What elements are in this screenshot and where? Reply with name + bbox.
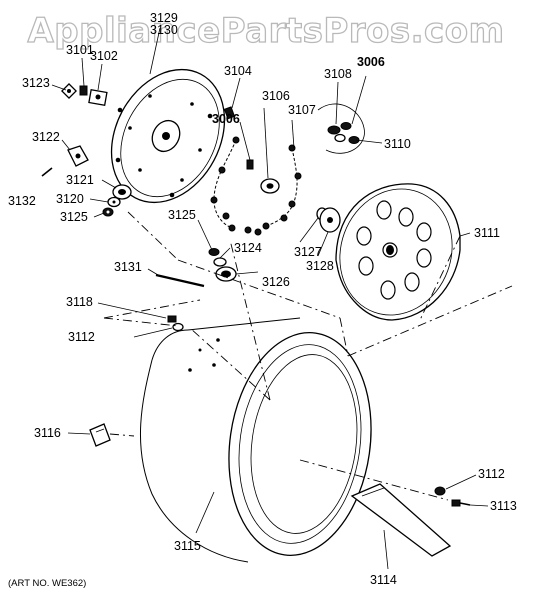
- part-3123[interactable]: [61, 83, 77, 99]
- part-3102[interactable]: [88, 88, 108, 107]
- leader-lines: [51, 27, 489, 570]
- label-3122: 3122: [32, 130, 60, 144]
- label-3116: 3116: [34, 426, 61, 440]
- label-3101: 3101: [66, 43, 94, 57]
- label-3114: 3114: [370, 573, 397, 587]
- washer-3120[interactable]: [107, 196, 121, 208]
- support-assembly-3106[interactable]: [210, 136, 302, 236]
- label-3104: 3104: [224, 64, 252, 78]
- pulley-3128[interactable]: [319, 207, 341, 233]
- label-3108: 3108: [324, 67, 352, 81]
- pin-3132[interactable]: [41, 167, 53, 177]
- label-3125-center: 3125: [168, 208, 196, 222]
- detail-3108-group[interactable]: [317, 103, 365, 154]
- clip-3116[interactable]: [89, 423, 111, 447]
- label-3102: 3102: [90, 49, 118, 63]
- label-3124: 3124: [234, 241, 262, 255]
- label-3006-top: 3006: [357, 55, 385, 69]
- bracket-3122[interactable]: [67, 145, 89, 167]
- label-3006-middle: 3006: [212, 112, 240, 126]
- label-3115: 3115: [174, 539, 201, 553]
- shaft-hub-3006[interactable]: [260, 178, 280, 194]
- watermark-text: AppliancePartsPros.com: [27, 11, 504, 51]
- rod-3131[interactable]: [155, 273, 205, 288]
- rear-bulkhead-plate[interactable]: [89, 50, 247, 222]
- label-3128: 3128: [306, 259, 334, 273]
- label-3126: 3126: [262, 275, 290, 289]
- washer-3125-center[interactable]: [208, 248, 220, 256]
- label-3131: 3131: [114, 260, 142, 274]
- assembly-guide-lines: [103, 211, 513, 501]
- label-3110: 3110: [384, 137, 411, 151]
- label-3112-left: 3112: [68, 330, 95, 344]
- label-3129: 3129: [150, 11, 178, 25]
- bearing-3121[interactable]: [112, 184, 132, 200]
- screw-3113[interactable]: [451, 499, 471, 507]
- drum-rear-3111[interactable]: [322, 173, 469, 331]
- label-3113: 3113: [490, 499, 517, 513]
- label-3112-right: 3112: [478, 467, 505, 481]
- label-3106: 3106: [262, 89, 290, 103]
- label-3118: 3118: [66, 295, 93, 309]
- washer-3112-left[interactable]: [172, 322, 184, 332]
- baffle-3114[interactable]: [350, 483, 452, 557]
- label-3121: 3121: [66, 173, 94, 187]
- label-3132: 3132: [8, 194, 36, 208]
- label-3125-left: 3125: [60, 210, 88, 224]
- label-3123: 3123: [22, 76, 50, 90]
- label-3120: 3120: [56, 192, 84, 206]
- washer-3112-right[interactable]: [434, 486, 446, 496]
- label-3111: 3111: [474, 226, 500, 240]
- screw-3104[interactable]: [223, 106, 236, 120]
- part-3101[interactable]: [79, 85, 88, 96]
- art-number: (ART NO. WE362): [8, 578, 86, 589]
- drum-cylinder-3115[interactable]: [139, 317, 384, 565]
- spacer-3124[interactable]: [213, 257, 227, 267]
- screw-3118[interactable]: [167, 315, 177, 323]
- screw-3006-left[interactable]: [246, 159, 254, 170]
- washer-3125-left[interactable]: [102, 207, 114, 217]
- label-3127: 3127: [294, 245, 322, 259]
- label-3130: 3130: [150, 23, 178, 37]
- label-3107: 3107: [288, 103, 316, 117]
- bearing-3126[interactable]: [215, 266, 237, 282]
